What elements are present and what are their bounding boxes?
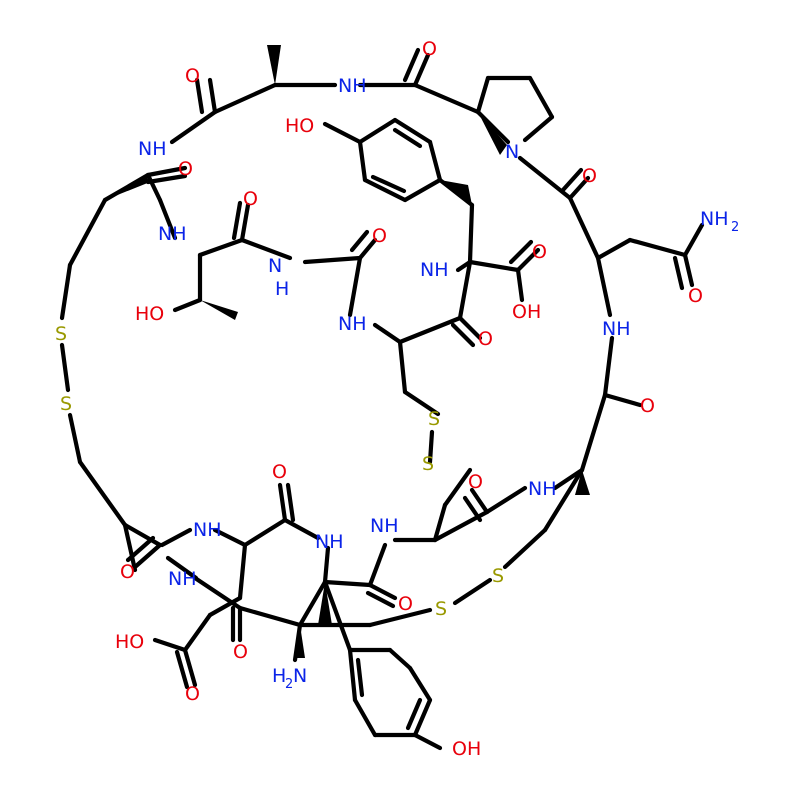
atom-labels: O O O O O O O O O O O O O O O O HO HO OH… [55, 38, 739, 760]
oxygen-label: O [372, 225, 387, 247]
sulfur-label: S [435, 598, 447, 620]
oxygen-label: O [233, 641, 248, 663]
bond-layer [59, 47, 705, 751]
amide-nh-label: NH [338, 313, 367, 335]
sulfur-label: S [60, 393, 72, 415]
subscript-label: 2 [285, 677, 293, 692]
oxygen-label: O [185, 65, 200, 87]
amide-nh-label: NH [315, 531, 344, 553]
sulfur-label: S [492, 565, 504, 587]
sulfur-label: S [422, 453, 434, 475]
amide-nh-label: NH [370, 515, 399, 537]
oxygen-label: O [532, 241, 547, 263]
amine-h2n-label: H [272, 665, 286, 687]
oxygen-label: O [120, 561, 135, 583]
amide-h-label: H [275, 278, 289, 300]
amide-nh-label: N [268, 255, 282, 277]
oxygen-label: O [478, 328, 493, 350]
oxygen-label: O [468, 471, 483, 493]
pro-wedge [478, 112, 507, 155]
amide-nh-label: NH [602, 318, 631, 340]
oxygen-label: O [688, 285, 703, 307]
hydroxyl-label: HO [135, 303, 164, 325]
hydroxyl-label: OH [452, 738, 481, 760]
oxygen-label: O [272, 461, 287, 483]
oxygen-label: O [422, 38, 437, 60]
methyl-wedge [267, 45, 281, 85]
amide-nh-label: NH [168, 568, 197, 590]
oxygen-label: O [243, 188, 258, 210]
wedge-layer [105, 45, 590, 658]
amide-nh-label: NH [420, 259, 449, 281]
hydroxyl-label: HO [115, 631, 144, 653]
hydroxyl-label: HO [285, 115, 314, 137]
oxygen-label: O [185, 683, 200, 705]
amide-nh-label: NH [193, 519, 222, 541]
amide-nh-label: NH [158, 223, 187, 245]
amine-n-label: N [293, 665, 307, 687]
amide-nh-label: NH [528, 478, 557, 500]
amine-nh2-label: NH [700, 208, 729, 230]
oxygen-label: O [178, 158, 193, 180]
oxygen-label: O [398, 593, 413, 615]
amide-nh-label: NH [138, 138, 167, 160]
hydroxyl-label: OH [512, 301, 541, 323]
oxygen-label: O [640, 395, 655, 417]
subscript-label: 2 [731, 220, 739, 235]
sulfur-label: S [55, 323, 67, 345]
ring-nitrogen-label: N [505, 141, 519, 163]
sulfur-label: S [428, 408, 440, 430]
thr-methyl-wedge [200, 300, 238, 320]
oxygen-label: O [582, 165, 597, 187]
amide-nh-label: NH [338, 75, 367, 97]
